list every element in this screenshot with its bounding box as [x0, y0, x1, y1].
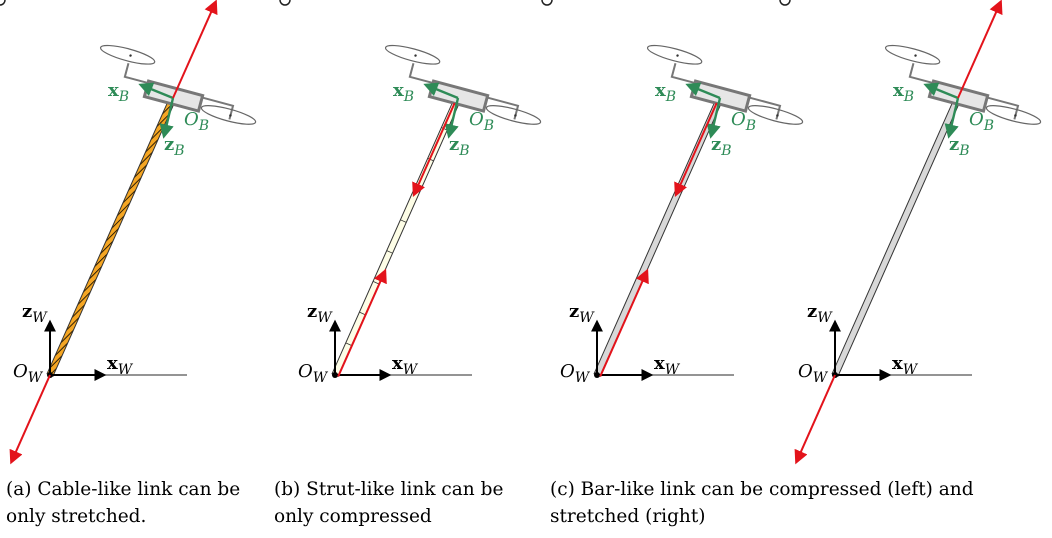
cable-link [46, 99, 175, 377]
propeller-hub [776, 114, 779, 117]
force-arrow-ground [794, 374, 836, 465]
body-x-label: xB [108, 80, 129, 105]
world-z-label: zW [307, 301, 333, 326]
propeller-right [747, 105, 804, 125]
propeller-hub [229, 114, 232, 117]
link-joint [779, 0, 791, 6]
world-origin-label: OW [560, 361, 591, 386]
body-x-label: xB [893, 80, 914, 105]
body-x-axis [685, 82, 721, 100]
body-z-axis [444, 97, 460, 139]
propeller-hub [1014, 114, 1017, 117]
body-x-axis [138, 82, 174, 100]
force-arrow-drone [172, 0, 218, 99]
world-origin-label: OW [13, 361, 44, 386]
force-arrow-drone [412, 102, 456, 198]
propeller-hub [914, 54, 917, 57]
bar-link [593, 99, 722, 377]
body-z-axis [944, 97, 960, 139]
world-origin-dot [332, 372, 338, 378]
propeller-right [485, 105, 542, 125]
force-arrow-ground [337, 268, 387, 377]
body-origin-label: OB [731, 109, 756, 134]
caption-c-line2: stretched (right) [550, 506, 706, 527]
body-z-axis [706, 97, 722, 139]
drone-arm-left [408, 63, 442, 87]
propeller-left [884, 44, 941, 65]
world-z-label: zW [807, 301, 833, 326]
world-x-label: xW [392, 353, 419, 378]
caption-c-line1: (c) Bar-like link can be compressed (lef… [550, 479, 974, 500]
drone-arm-left [908, 63, 942, 87]
drone-body [427, 79, 490, 113]
body-origin-label: OB [469, 109, 494, 134]
propeller-right [985, 105, 1042, 125]
propeller-left [646, 44, 703, 65]
force-arrow-drone [674, 102, 718, 198]
link-joint [0, 0, 6, 6]
caption-b-line1: (b) Strut-like link can be [274, 479, 504, 500]
body-origin-label: OB [969, 109, 994, 134]
world-origin-label: OW [798, 361, 829, 386]
world-z-label: zW [22, 301, 48, 326]
propeller-hub [129, 54, 132, 57]
body-z-label: zB [164, 134, 185, 159]
caption-b-line2: only compressed [274, 506, 432, 527]
caption-c: (c) Bar-like link can be compressed (lef… [550, 476, 974, 530]
body-z-label: zB [949, 134, 970, 159]
body-origin-label: OB [184, 109, 209, 134]
propeller-hub [414, 54, 417, 57]
caption-a: (a) Cable-like link can be only stretche… [6, 476, 240, 530]
drone-arm-left [670, 63, 704, 87]
propeller-left [99, 44, 156, 65]
body-x-label: xB [393, 80, 414, 105]
caption-b: (b) Strut-like link can be only compress… [274, 476, 503, 530]
world-x-label: xW [654, 353, 681, 378]
world-origin-dot [594, 372, 600, 378]
strut-segment [386, 250, 393, 254]
body-x-axis [423, 82, 459, 100]
body-x-label: xB [655, 80, 676, 105]
body-z-label: zB [449, 134, 470, 159]
drone-arm-left [123, 63, 157, 87]
propeller-right [200, 105, 257, 125]
world-origin-label: OW [298, 361, 329, 386]
drone-body [689, 79, 752, 113]
world-z-label: zW [569, 301, 595, 326]
world-x-label: xW [107, 353, 134, 378]
propeller-hub [514, 114, 517, 117]
strut-segment [345, 342, 352, 346]
propeller-left [384, 44, 441, 65]
strut-segment [400, 219, 407, 223]
body-z-axis [159, 97, 175, 139]
force-arrow-drone [957, 0, 1003, 99]
strut-link [331, 99, 460, 377]
body-x-axis [923, 82, 959, 100]
bar-link [831, 99, 960, 377]
world-x-label: xW [892, 353, 919, 378]
link-joint [541, 0, 553, 6]
force-arrow-ground [599, 268, 649, 377]
force-arrow-ground [9, 374, 51, 465]
body-z-label: zB [711, 134, 732, 159]
link-joint [279, 0, 291, 6]
strut-segment [359, 311, 366, 316]
caption-a-line1: (a) Cable-like link can be [6, 479, 241, 500]
propeller-hub [676, 54, 679, 57]
caption-a-line2: only stretched. [6, 506, 147, 527]
